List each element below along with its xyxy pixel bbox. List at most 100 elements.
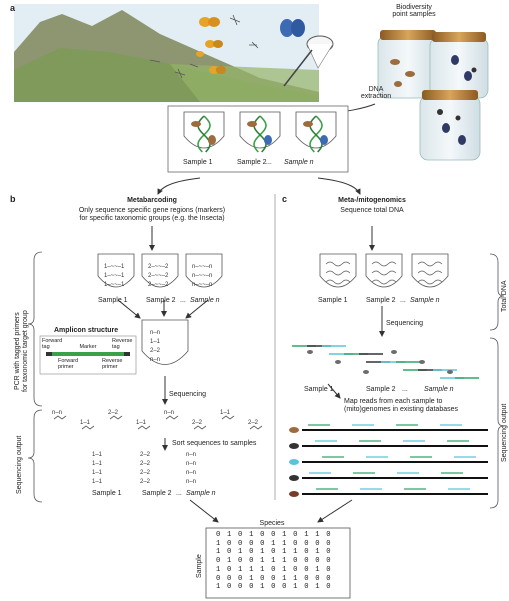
insect-icon: [53, 415, 67, 420]
insect-icon: [391, 350, 397, 354]
sort-label: Sort sequences to samples: [172, 440, 257, 447]
ellipsis-a: ...: [266, 159, 272, 166]
bracket-pcr: [27, 251, 43, 407]
insect-icon: [109, 415, 123, 420]
read-tag-text: n–n: [52, 410, 62, 416]
sequencing-reads-c: [292, 345, 479, 379]
insect-icon: [221, 415, 235, 420]
c-out-ellipsis: ...: [402, 386, 408, 393]
read-tag-text: 1–1: [92, 461, 103, 467]
biodiversity-label: Biodiversity point samples: [392, 4, 436, 18]
sequencing-label-b: Sequencing: [169, 391, 206, 398]
insect-icon: [419, 360, 425, 364]
read-tag-text: n–n: [164, 410, 174, 416]
insect-icon: [208, 135, 216, 145]
dna-squiggle: [417, 279, 443, 285]
insect-icon: [335, 360, 341, 364]
read-tag-text: 2–2: [150, 348, 161, 354]
matrix-row: 1 0 0 0 0 1 1 0 0 0 0: [216, 539, 332, 548]
read-tag-text: 2–2: [140, 470, 151, 476]
marker-label: Marker: [79, 344, 97, 350]
read-tag-text: n–~~–n: [192, 273, 212, 279]
panel-label-b: b: [10, 194, 16, 204]
forward-tag-label: Forward tag: [42, 338, 63, 350]
b-sample-1-label: Sample 1: [98, 297, 128, 304]
matrix-row: 0 1 0 1 0 0 1 0 1 1 0: [216, 531, 332, 539]
dna-squiggle: [325, 279, 351, 285]
output-side-label-b: Sequencing output: [16, 435, 23, 494]
b-out-sample-1-label: Sample 1: [92, 490, 122, 497]
insect-icon: [289, 427, 299, 433]
map-reads-label: Map reads from each sample to (mito)geno…: [344, 398, 459, 414]
presence-matrix-box: [205, 527, 351, 599]
insect-icon: [165, 415, 179, 420]
dna-squiggle: [371, 261, 397, 267]
sample-tube: [411, 253, 449, 288]
sample-tube: [183, 111, 225, 149]
c-sample-n-label: Sample n: [410, 297, 440, 304]
dragonfly-icon: [149, 14, 259, 79]
panel-label-c: c: [282, 194, 288, 204]
c-out-sample-2-label: Sample 2: [366, 386, 396, 393]
read-tag-text: 1–~~–1: [104, 282, 125, 288]
sequencing-reads-b: n–n1–12–21–1n–n2–21–12–21–11–11–11–12–22…: [52, 410, 263, 485]
read-tag-text: n–n: [186, 452, 196, 458]
pcr-tubes: 1–~~–11–~~–11–~~–12–~~–22–~~–22–~~–2n–~~…: [97, 253, 223, 365]
total-dna-side-label: Total DNA: [501, 280, 508, 312]
read-tag-text: n–~~–n: [192, 264, 212, 270]
matrix-row: 0 0 0 1 0 0 1 1 0 0 0: [216, 574, 332, 583]
sweep-net-icon: [283, 35, 334, 87]
bracket-output-c: [489, 337, 505, 509]
insect-icon: [264, 135, 272, 145]
bracket-total-dna: [489, 253, 505, 331]
dna-squiggle: [371, 279, 397, 285]
b-ellipsis: ...: [180, 297, 186, 304]
b-sample-n-label: Sample n: [190, 297, 220, 304]
read-tag-text: n–n: [150, 330, 160, 336]
mitogenomics-subtitle: Sequence total DNA: [340, 207, 404, 214]
output-side-label-c: Sequencing output: [501, 403, 508, 462]
insect-icon: [193, 425, 207, 430]
sample-tubes: [183, 111, 337, 153]
read-tag-text: 1–~~–1: [104, 273, 125, 279]
insect-icon: [289, 475, 299, 481]
landscape-scene: [14, 4, 319, 102]
moth-icon: [303, 121, 313, 127]
b-out-ellipsis: ...: [176, 490, 182, 497]
sample-jars: [377, 30, 489, 161]
sample-tube: [295, 111, 337, 149]
read-tag-text: 1–1: [92, 452, 103, 458]
c-out-sample-n-label: Sample n: [424, 386, 454, 393]
sample-1-label: Sample 1: [183, 159, 213, 166]
pcr-side-label: PCR with tagged primers for taxonomic ta…: [14, 310, 30, 392]
insect-icon: [289, 491, 299, 497]
read-tag-text: 2–~~–2: [148, 273, 169, 279]
insect-icon: [289, 443, 299, 449]
species-axis-label: Species: [259, 520, 285, 527]
bracket-output-b: [27, 409, 43, 503]
dna-squiggle: [325, 261, 351, 267]
c-sample-2-label: Sample 2: [366, 297, 396, 304]
c-ellipsis: ...: [400, 297, 406, 304]
insect-icon: [307, 350, 313, 354]
read-tag-text: 1–~~–1: [104, 264, 125, 270]
dna-squiggle: [417, 261, 443, 267]
sample-tube: [141, 253, 179, 288]
sample-tube: [319, 253, 357, 288]
read-tag-text: 1–1: [92, 479, 103, 485]
presence-matrix: 0 1 0 1 0 0 1 0 1 1 0 1 0 0 0 0 1 1 0 0 …: [216, 531, 332, 592]
moth-icon: [247, 121, 257, 127]
read-tag-text: n–n: [186, 479, 196, 485]
reverse-primer-label: Reverse primer: [102, 358, 123, 370]
panel-label-a: a: [10, 3, 16, 13]
butterfly-icon: [196, 17, 305, 74]
b-out-sample-2-label: Sample 2: [142, 490, 172, 497]
dna-squiggle: [371, 270, 397, 276]
read-tag-text: 2–~~–2: [148, 282, 169, 288]
dna-squiggle: [417, 270, 443, 276]
read-tag-text: 1–1: [80, 420, 91, 426]
matrix-row: 1 0 0 0 1 0 0 1 0 1 0: [216, 583, 332, 592]
read-tag-text: 2–2: [140, 479, 151, 485]
